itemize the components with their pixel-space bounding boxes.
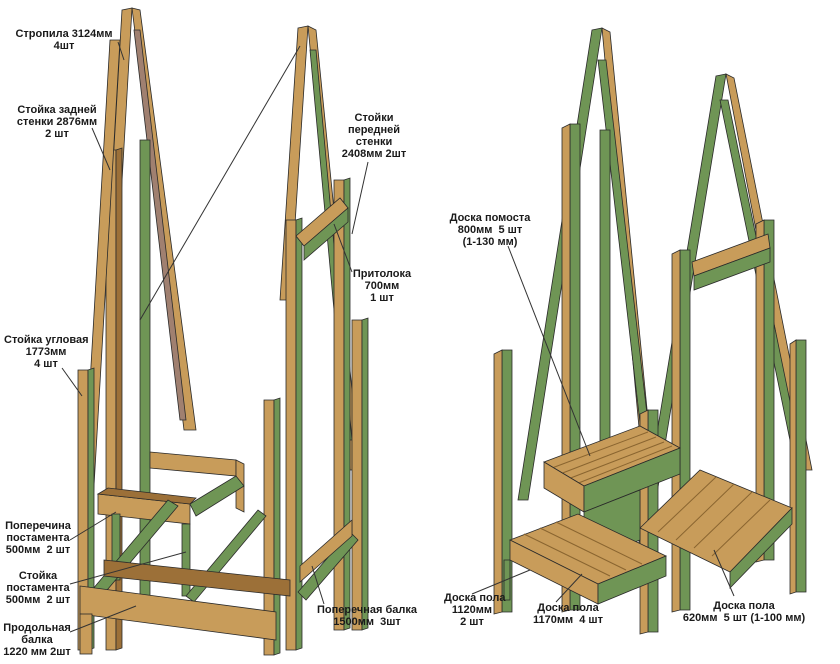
- label-floor-board-620: Доска пола 620мм 5 шт (1-100 мм): [682, 600, 806, 624]
- r-corner-post-front-left-face: [493, 349, 503, 615]
- leader-rafter-long: [139, 45, 301, 321]
- r-lintel-side: [693, 247, 771, 291]
- label-long-beam: Продольная балка 1220 мм 2шт: [3, 622, 71, 658]
- leader-long-beam: [69, 605, 137, 633]
- leader-corner-post: [61, 367, 83, 397]
- leader-platform-board: [507, 245, 591, 457]
- label-platform-board: Доска помоста 800мм 5 шт (1-130 мм): [449, 212, 531, 248]
- platform-side: [583, 447, 681, 513]
- leader-floor-1: [471, 569, 531, 595]
- leader-lintel: [333, 223, 353, 273]
- corner-post-foot-left: [79, 613, 93, 655]
- corner-post-rear-right-side: [361, 317, 369, 631]
- front-floor-seams: [523, 521, 643, 577]
- long-beam-side-right: [299, 519, 353, 583]
- leader-floor-2: [555, 573, 583, 603]
- rear-floor-seams: [657, 476, 771, 557]
- corner-post-front-left-side: [87, 367, 95, 651]
- leader-pedestal-post: [69, 551, 187, 585]
- label-floor-board-1120: Доска пола 1120мм 2 шт: [444, 592, 506, 628]
- label-pedestal-post: Стойка постамента 500мм 2 шт: [5, 570, 71, 606]
- right-frame: [493, 27, 813, 635]
- r-corner-post-rear-right-face: [789, 339, 797, 595]
- label-rafter: Стропила 3124мм 4шт: [15, 28, 113, 52]
- r-post-front-left-face: [671, 249, 681, 613]
- r-post-front-right-face: [755, 219, 765, 563]
- label-corner-post: Стойка угловая 1773мм 4 шт: [4, 334, 89, 370]
- pedestal-crossbar-front-top: [96, 487, 197, 505]
- label-front-wall-posts: Стойки передней стенки 2408мм 2шт: [341, 112, 407, 160]
- long-beam-front: [79, 585, 277, 641]
- leader-floor-3: [713, 549, 735, 597]
- label-floor-board-1170: Доска пола 1170мм 4 шт: [533, 602, 603, 626]
- long-beam-rear: [103, 559, 291, 597]
- leader-rear-post: [91, 127, 111, 171]
- platform-seams: [551, 431, 673, 485]
- front-floor-side: [597, 555, 667, 605]
- rear-floor-edge: [729, 507, 793, 589]
- r-corner-post-rear-right: [795, 339, 807, 593]
- label-pedestal-crossbar: Поперечина постамента 500мм 2 шт: [5, 520, 71, 556]
- label-rear-wall-post: Стойка задней стенки 2876мм 2 шт: [16, 104, 98, 140]
- r-post-front-left: [679, 249, 691, 611]
- r-rear-rafter-left: [517, 27, 603, 501]
- leader-rafter: [117, 41, 125, 61]
- leader-front-posts: [351, 161, 369, 235]
- leader-cross-beam: [311, 565, 325, 605]
- front-wall-post-left-side: [295, 217, 303, 651]
- pedestal-side-green: [189, 475, 245, 517]
- pedestal-top-rear: [149, 451, 237, 477]
- front-wall-post-right-side: [343, 177, 351, 631]
- left-leaders: [61, 41, 369, 633]
- label-cross-beam: Поперечная балка 1500мм 3шт: [316, 604, 418, 628]
- left-frame: [77, 7, 369, 656]
- corner-post-rear-right: [351, 319, 363, 631]
- right-leaders: [471, 245, 735, 603]
- rear-rafter-inner: [133, 29, 187, 421]
- lintel-side: [303, 207, 349, 261]
- leader-pedestal-cross: [69, 511, 117, 541]
- label-lintel: Притолока 700мм 1 шт: [352, 268, 412, 304]
